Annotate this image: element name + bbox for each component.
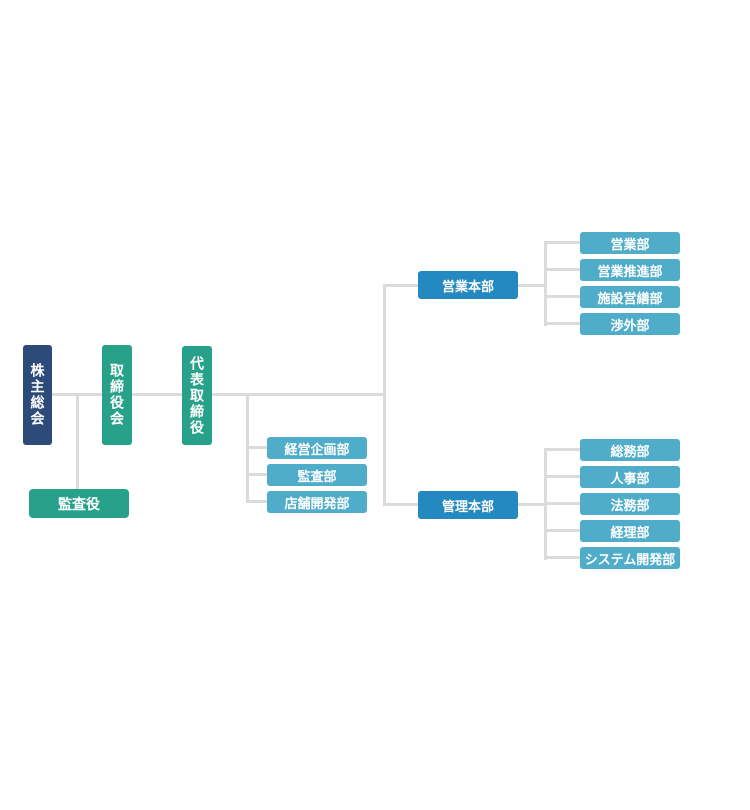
- connector-stub: [544, 475, 580, 478]
- node-dept-store-development: 店舗開発部: [267, 491, 367, 513]
- connector-stub: [383, 284, 418, 287]
- node-dept-facility-maintenance: 施設営繕部: [580, 286, 680, 308]
- node-shareholders-meeting: 株主総会: [23, 345, 52, 445]
- node-sales-division-hq: 営業本部: [418, 271, 518, 299]
- connector-divisions-vertical: [383, 284, 386, 506]
- node-dept-corporate-planning: 経営企画部: [267, 437, 367, 459]
- node-dept-sales: 営業部: [580, 232, 680, 254]
- connector-stub: [246, 446, 267, 449]
- connector-stub: [246, 473, 267, 476]
- connector-stub: [544, 448, 580, 451]
- node-admin-division-hq: 管理本部: [418, 491, 518, 519]
- connector-auditor-vertical: [76, 395, 79, 489]
- connector-stub: [246, 500, 267, 503]
- connector-stub: [544, 241, 580, 244]
- connector-stub: [544, 268, 580, 271]
- connector-stub: [544, 322, 580, 325]
- node-representative-director: 代表取締役: [182, 346, 212, 445]
- node-dept-human-resources: 人事部: [580, 466, 680, 488]
- node-dept-system-development: システム開発部: [580, 547, 680, 569]
- connector-stub: [544, 556, 580, 559]
- connector-sales-depts-vertical: [544, 242, 547, 326]
- connector-stub: [544, 502, 580, 505]
- node-dept-legal: 法務部: [580, 493, 680, 515]
- connector-direct-depts-vertical: [246, 395, 249, 503]
- connector-stub: [383, 503, 418, 506]
- node-dept-audit: 監査部: [267, 464, 367, 486]
- connector-main-horizontal: [51, 393, 386, 396]
- node-dept-sales-promotion: 営業推進部: [580, 259, 680, 281]
- connector-stub: [518, 503, 547, 506]
- connector-stub: [544, 295, 580, 298]
- connector-stub: [544, 529, 580, 532]
- node-dept-external-relations: 渉外部: [580, 313, 680, 335]
- node-dept-accounting: 経理部: [580, 520, 680, 542]
- node-auditor: 監査役: [29, 489, 129, 518]
- node-board-of-directors: 取締役会: [102, 345, 132, 445]
- node-dept-general-affairs: 総務部: [580, 439, 680, 461]
- connector-stub: [518, 284, 547, 287]
